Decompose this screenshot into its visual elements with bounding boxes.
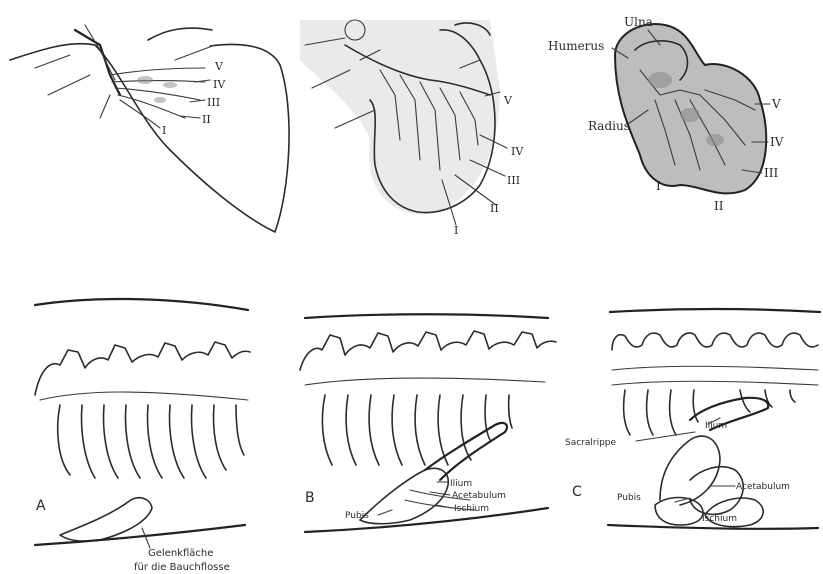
roman-label-iv-1: IV: [213, 78, 226, 91]
fin-panel-1: V IV III II I: [10, 25, 289, 232]
roman-label-iv-2: IV: [511, 145, 524, 158]
ilium-label-c: Ilium: [705, 421, 727, 431]
panel-letter-b: B: [305, 490, 315, 506]
vertebral-column-a: [35, 342, 250, 400]
ventral-line-c: [608, 525, 818, 529]
fin-panel-2: V IV III II I: [300, 20, 524, 237]
radius-label: Radius: [588, 119, 630, 133]
vertebral-column-b: [300, 331, 556, 385]
ribs-b: [322, 395, 512, 465]
digit-label-ii: II: [714, 199, 724, 213]
skeleton-panel-a: A Gelenkfläche für die Bauchflosse: [35, 299, 250, 573]
dorsal-line-c: [610, 309, 820, 312]
roman-label-iii-2: III: [507, 174, 520, 187]
body-outline-1: [10, 44, 289, 232]
acetabulum-label-b: Acetabulum: [452, 491, 506, 501]
pelvis-c: [655, 398, 768, 527]
pelvic-element-a: [60, 498, 152, 541]
dorsal-line-b: [305, 314, 548, 318]
ribs-a: [58, 405, 244, 478]
ventral-line-a: [35, 525, 245, 545]
roman-label-ii-1: II: [202, 113, 211, 126]
skeleton-panel-c: C Sacralrippe Ilium Acetabulum Pubis Isc…: [565, 309, 820, 529]
ischium-label-b: Ischium: [454, 504, 489, 514]
digit-label-v: V: [771, 97, 781, 111]
digit-label-i: I: [656, 179, 661, 193]
vertebral-column-c: [612, 333, 818, 385]
sacral-rib-label-c: Sacralrippe: [565, 438, 617, 448]
pubis-label-c: Pubis: [617, 493, 641, 503]
digit-label-iv: IV: [770, 135, 784, 149]
roman-label-i-2: I: [454, 224, 458, 237]
ilium-label-b: Ilium: [450, 479, 472, 489]
acetabulum-label-c: Acetabulum: [736, 482, 790, 492]
digit-label-iii: III: [764, 166, 778, 180]
caption-line-1-a: Gelenkfläche: [148, 548, 213, 559]
panel-letter-a: A: [36, 498, 46, 514]
fin-upper-edge-1: [148, 28, 212, 40]
caption-line-2-a: für die Bauchflosse: [134, 562, 230, 573]
roman-label-ii-2: II: [490, 202, 499, 215]
panel-letter-c: C: [572, 484, 582, 500]
roman-label-v-1: V: [214, 60, 224, 73]
roman-label-v-2: V: [503, 94, 513, 107]
ulna-label: Ulna: [624, 15, 653, 29]
limb-panel-3: Ulna Humerus Radius V IV III II I: [548, 15, 784, 213]
skeleton-panel-b: B Ilium Acetabulum Ischium Pubis: [300, 314, 556, 532]
dorsal-line-a: [35, 299, 248, 310]
skeletal-rays-1: [75, 25, 205, 128]
pubis-label-b: Pubis: [345, 511, 369, 521]
roman-label-iii-1: III: [207, 96, 220, 109]
ischium-label-c: Ischium: [702, 514, 737, 524]
humerus-label: Humerus: [548, 39, 604, 53]
roman-label-i-1: I: [162, 124, 166, 137]
